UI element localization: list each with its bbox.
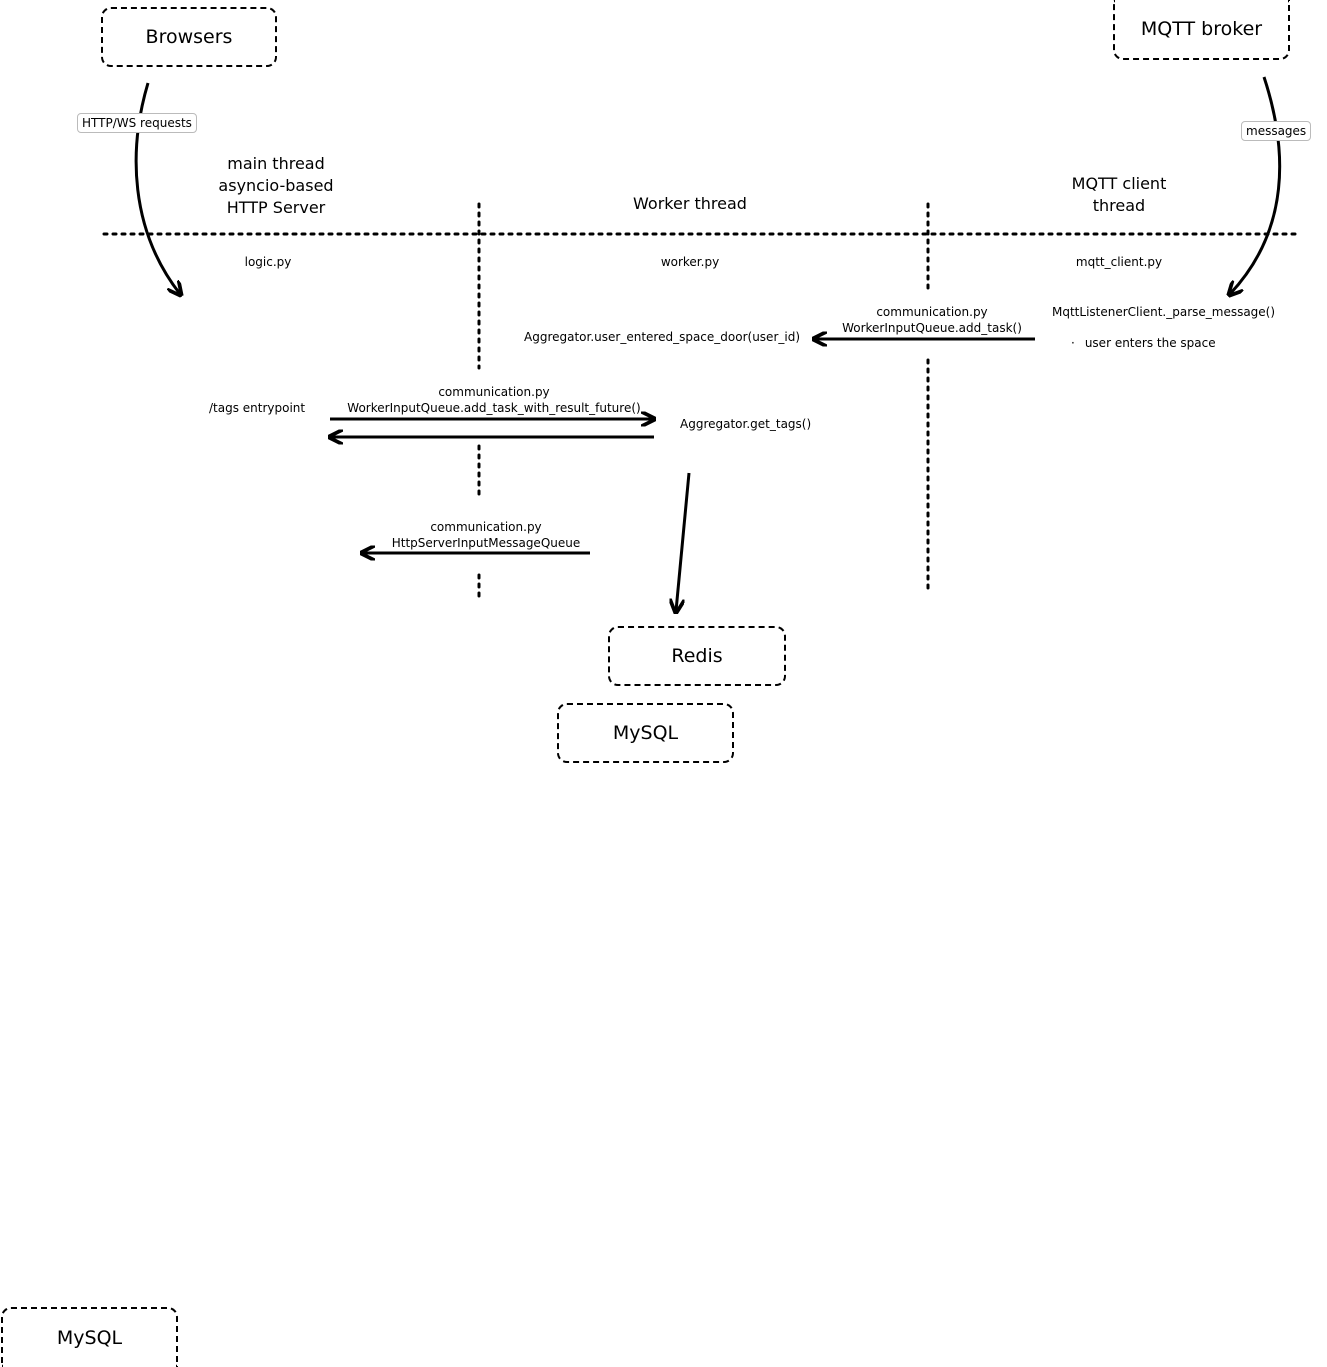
browsers-node: Browsers bbox=[101, 7, 277, 67]
mqtt-client-thread-title-line: thread bbox=[1092, 196, 1146, 215]
comm2-label: communication.py WorkerInputQueue.add_ta… bbox=[334, 384, 654, 416]
comm3-method: HttpServerInputMessageQueue bbox=[391, 536, 581, 550]
redis-label: Redis bbox=[671, 645, 723, 667]
user-entered-door-label: Aggregator.user_entered_space_door(user_… bbox=[524, 330, 801, 344]
main-thread-title-line: main thread bbox=[227, 154, 325, 173]
browsers-label: Browsers bbox=[145, 26, 233, 48]
bullet-icon: · bbox=[1071, 336, 1075, 350]
worker-file-label: worker.py bbox=[660, 255, 720, 269]
arrow-browsers-to-main bbox=[134, 82, 180, 294]
comm2-file: communication.py bbox=[438, 385, 550, 399]
main-file-label: logic.py bbox=[244, 255, 292, 269]
messages-edge-label: messages bbox=[1241, 121, 1312, 141]
comm1-file: communication.py bbox=[876, 305, 988, 319]
main-thread-title-line: HTTP Server bbox=[226, 198, 326, 217]
mysql-stray-node: MySQL bbox=[1, 1307, 178, 1367]
redis-node: Redis bbox=[608, 626, 786, 686]
mysql-stray-label: MySQL bbox=[56, 1327, 123, 1349]
mqtt-file-label: mqtt_client.py bbox=[1075, 255, 1163, 269]
http-ws-edge-label: HTTP/WS requests bbox=[77, 113, 197, 133]
get-tags-label: Aggregator.get_tags() bbox=[680, 417, 812, 431]
comm3-label: communication.py HttpServerInputMessageQ… bbox=[376, 519, 596, 551]
comm3-file: communication.py bbox=[430, 520, 542, 534]
user-enters-label: user enters the space bbox=[1084, 336, 1216, 350]
mqtt-client-thread-title: MQTT client thread bbox=[1039, 173, 1199, 217]
arrow-to-redis bbox=[676, 472, 691, 611]
main-thread-title-line: asyncio-based bbox=[218, 176, 334, 195]
comm1-method: WorkerInputQueue.add_task() bbox=[842, 321, 1022, 335]
mqtt-broker-node: MQTT broker bbox=[1113, 0, 1290, 60]
mysql-node: MySQL bbox=[557, 703, 734, 763]
main-thread-title: main thread asyncio-based HTTP Server bbox=[196, 153, 356, 219]
tags-entrypoint-label: /tags entrypoint bbox=[209, 401, 306, 415]
parse-message-label: MqttListenerClient._parse_message() bbox=[1052, 305, 1276, 319]
arrow-broker-to-mqtt-client bbox=[1230, 76, 1282, 294]
comm1-label: communication.py WorkerInputQueue.add_ta… bbox=[832, 304, 1032, 336]
user-enters-item: · user enters the space bbox=[1071, 335, 1216, 351]
mqtt-client-thread-title-line: MQTT client bbox=[1071, 174, 1167, 193]
worker-thread-title: Worker thread bbox=[633, 194, 747, 213]
mqtt-broker-label: MQTT broker bbox=[1140, 18, 1263, 40]
mysql-label: MySQL bbox=[612, 722, 679, 744]
comm2-method: WorkerInputQueue.add_task_with_result_fu… bbox=[347, 401, 641, 415]
